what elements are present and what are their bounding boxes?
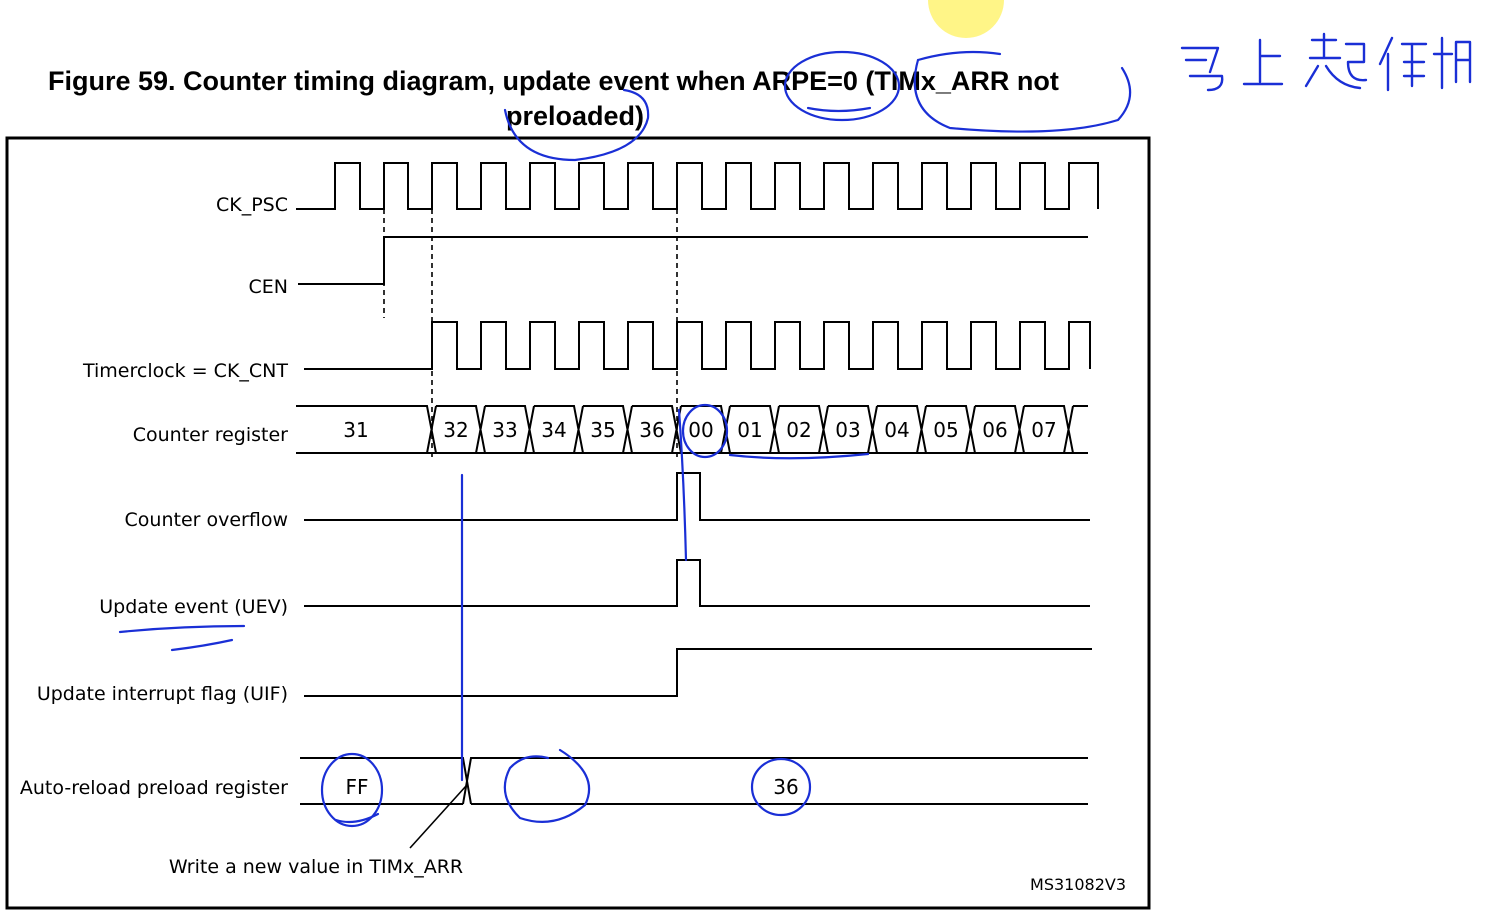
hand-stroke-ff	[334, 812, 380, 824]
hand-circle-timx-arr-top	[916, 50, 1002, 62]
hand-underline-uev	[118, 624, 246, 634]
document-code: MS31082V3	[1030, 875, 1126, 894]
uif-waveform	[304, 648, 1092, 697]
counter-value: 04	[884, 418, 909, 442]
counter-value: 02	[786, 418, 811, 442]
counter-value: 05	[933, 418, 958, 442]
hand-circle-preloaded	[503, 88, 650, 162]
figure-title-line1: Figure 59. Counter timing diagram, updat…	[48, 66, 1059, 96]
label-timerclock: Timerclock = CK_CNT	[82, 360, 288, 382]
counter-value: 03	[835, 418, 860, 442]
hand-underline-uev-2	[170, 638, 234, 652]
counter-value: 07	[1031, 418, 1056, 442]
counter-overflow-waveform	[304, 472, 1090, 521]
hand-underline-counter	[728, 452, 870, 460]
write-annotation-text: Write a new value in TIMx_ARR	[169, 856, 463, 878]
hand-circle-counter-00	[681, 403, 729, 459]
counter-value: 00	[688, 418, 713, 442]
auto-reload-bus	[300, 757, 1088, 805]
counter-value: 34	[541, 418, 566, 442]
auto-reload-new-value: 36	[773, 775, 798, 799]
label-counter-register: Counter register	[133, 424, 288, 446]
hand-circle-36	[750, 757, 812, 817]
label-ck-psc: CK_PSC	[216, 194, 288, 216]
label-counter-overflow: Counter overflow	[125, 509, 288, 531]
counter-value: 31	[343, 418, 368, 442]
counter-value: 01	[737, 418, 762, 442]
counter-values: 31 32 33 34 35 36 00 01 02 03 04 05 06 07	[343, 418, 1056, 442]
hand-circle-arpe	[783, 50, 901, 122]
counter-value: 32	[443, 418, 468, 442]
auto-reload-old-value: FF	[345, 775, 368, 799]
label-update-interrupt-flag: Update interrupt flag (UIF)	[37, 683, 288, 705]
update-event-waveform	[304, 559, 1090, 607]
timerclock-waveform	[304, 321, 1091, 370]
counter-value: 36	[639, 418, 664, 442]
ck-psc-waveform	[296, 162, 1099, 210]
hand-line-overflow	[677, 408, 688, 562]
counter-value: 35	[590, 418, 615, 442]
handwritten-annotations	[118, 50, 1132, 828]
hand-circle-ff	[320, 752, 384, 828]
label-auto-reload: Auto-reload preload register	[20, 777, 288, 799]
hand-circle-empty	[503, 748, 591, 823]
figure-title-line2: preloaded)	[506, 101, 645, 131]
cen-waveform	[298, 236, 1088, 285]
counter-register-bus	[296, 405, 1088, 454]
label-cen: CEN	[249, 276, 288, 298]
counter-value: 33	[492, 418, 517, 442]
handwritten-note-image	[1180, 32, 1472, 92]
diagram-frame	[5, 136, 1151, 910]
label-update-event: Update event (UEV)	[99, 596, 288, 618]
hand-circle-timx-arr	[913, 58, 1132, 133]
write-annotation-pointer	[409, 785, 467, 849]
hand-underline-arpe	[806, 106, 872, 113]
counter-value: 06	[982, 418, 1007, 442]
cursor-highlight	[928, 0, 1004, 38]
